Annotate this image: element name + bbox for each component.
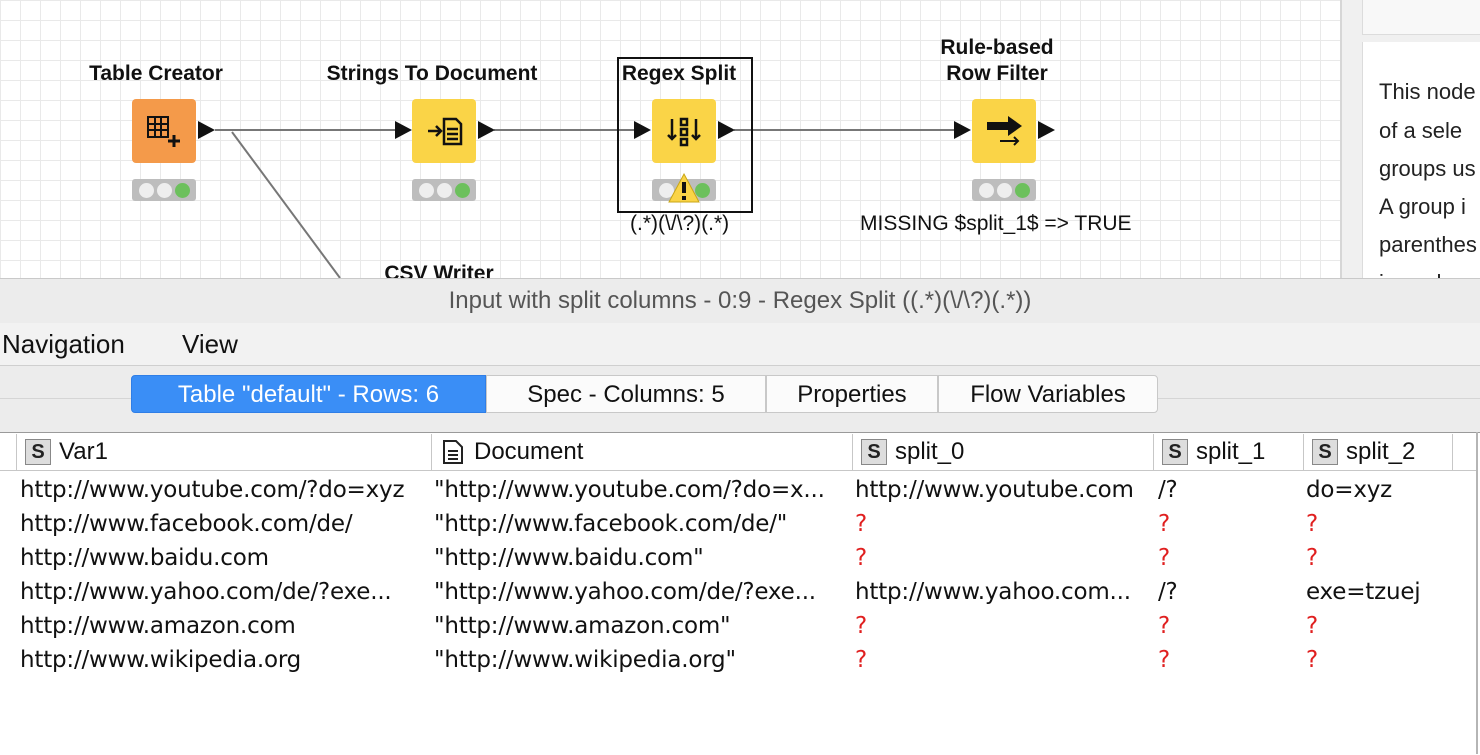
table-cell[interactable]: http://www.yahoo.com... (855, 579, 1131, 605)
table-cell[interactable]: "http://www.amazon.com" (434, 613, 731, 639)
node-title-rule-filter-line1[interactable]: Rule-based (940, 36, 1054, 59)
node-title-csv-writer[interactable]: CSV Writer (384, 262, 494, 278)
string-type-icon: S (25, 439, 51, 465)
column-name: Document (474, 438, 584, 465)
input-port[interactable] (954, 121, 971, 139)
table-cell[interactable]: http://www.youtube.com/?do=xyz (20, 477, 405, 503)
tab-flow-variables[interactable]: Flow Variables (938, 375, 1158, 413)
table-cell[interactable]: http://www.wikipedia.org (20, 647, 302, 673)
document-type-icon (440, 439, 466, 465)
node-title-rule-filter-line2[interactable]: Row Filter (946, 62, 1048, 85)
column-header-var1[interactable]: S Var1 (16, 434, 431, 470)
window-title-bar[interactable]: Input with split columns - 0:9 - Regex S… (0, 278, 1480, 324)
column-name: split_0 (895, 438, 965, 465)
rule-filter-node[interactable] (972, 99, 1036, 163)
missing-value-cell[interactable]: ? (1306, 511, 1319, 537)
table-cell[interactable]: /? (1158, 477, 1178, 503)
node-description-panel: This node of a sele groups us A group i … (1342, 0, 1480, 278)
column-name: split_2 (1346, 438, 1416, 465)
missing-value-cell[interactable]: ? (1306, 545, 1319, 571)
tab-spec[interactable]: Spec - Columns: 5 (486, 375, 766, 413)
data-table[interactable] (0, 432, 1480, 755)
table-cell[interactable]: "http://www.youtube.com/?do=x... (434, 477, 825, 503)
missing-value-cell[interactable]: ? (1158, 511, 1171, 537)
node-status-lights (972, 179, 1036, 201)
regex-split-icon (667, 117, 701, 147)
strings-to-document-node[interactable] (412, 99, 476, 163)
table-cell[interactable]: /? (1158, 579, 1178, 605)
table-cell[interactable]: http://www.amazon.com (20, 613, 296, 639)
missing-value-cell[interactable]: ? (1158, 545, 1171, 571)
description-body: This node of a sele groups us A group i … (1362, 42, 1480, 278)
table-cell[interactable]: do=xyz (1306, 477, 1393, 503)
missing-value-cell[interactable]: ? (1158, 613, 1171, 639)
description-line: parenthes (1379, 232, 1477, 257)
description-line: of a sele (1379, 118, 1463, 143)
node-status-lights (412, 179, 476, 201)
tab-table-default[interactable]: Table "default" - Rows: 6 (131, 375, 486, 413)
tab-properties[interactable]: Properties (766, 375, 938, 413)
output-port[interactable] (718, 121, 735, 139)
panel-divider[interactable] (1340, 0, 1342, 278)
workflow-canvas[interactable]: Table Creator Strings To Document (0, 0, 1340, 278)
missing-value-cell[interactable]: ? (1306, 647, 1319, 673)
node-title-regex-split[interactable]: Regex Split (621, 62, 737, 85)
table-cell[interactable]: http://www.youtube.com (855, 477, 1134, 503)
description-line: groups us (1379, 156, 1476, 181)
node-title-table-creator[interactable]: Table Creator (89, 62, 223, 85)
string-type-icon: S (861, 439, 887, 465)
missing-value-cell[interactable]: ? (855, 511, 868, 537)
warning-icon (668, 172, 700, 203)
column-header-split-1[interactable]: S split_1 (1153, 434, 1303, 470)
string-type-icon: S (1312, 439, 1338, 465)
table-cell[interactable]: "http://www.facebook.com/de/" (434, 511, 788, 537)
missing-value-cell[interactable]: ? (855, 647, 868, 673)
output-port[interactable] (478, 121, 495, 139)
menu-bar: Navigation View (0, 323, 1480, 366)
connections-layer (215, 129, 956, 278)
string-type-icon: S (1162, 439, 1188, 465)
node-title-strings-to-document[interactable]: Strings To Document (326, 62, 538, 85)
strings-to-document-icon (428, 117, 463, 146)
table-cell[interactable]: http://www.yahoo.com/de/?exe... (20, 579, 392, 605)
missing-value-cell[interactable]: ? (1306, 613, 1319, 639)
menu-navigation[interactable]: Navigation (2, 329, 125, 359)
description-line: in such a (1379, 270, 1467, 278)
table-cell[interactable]: exe=tzuej (1306, 579, 1421, 605)
description-header (1362, 0, 1480, 35)
missing-value-cell[interactable]: ? (1158, 647, 1171, 673)
output-port[interactable] (198, 121, 215, 139)
node-status-lights (132, 179, 196, 201)
input-port[interactable] (634, 121, 651, 139)
table-scrollbar-edge (1476, 432, 1478, 754)
table-cell[interactable]: http://www.facebook.com/de/ (20, 511, 353, 537)
column-header-split-2[interactable]: S split_2 (1303, 434, 1453, 470)
description-line: This node (1379, 79, 1476, 104)
node-selection-box (617, 57, 753, 213)
table-header (0, 434, 1476, 471)
menu-view[interactable]: View (182, 329, 238, 359)
table-creator-node[interactable] (132, 99, 196, 163)
table-cell[interactable]: http://www.baidu.com (20, 545, 269, 571)
input-port[interactable] (395, 121, 412, 139)
node-annotation-rule: MISSING $split_1$ => TRUE (860, 212, 1132, 235)
window-title: Input with split columns - 0:9 - Regex S… (448, 287, 1032, 314)
column-header-split-0[interactable]: S split_0 (852, 434, 1153, 470)
table-creator-icon (147, 116, 180, 147)
regex-split-node[interactable] (652, 99, 716, 163)
missing-value-cell[interactable]: ? (855, 613, 868, 639)
table-cell[interactable]: "http://www.wikipedia.org" (434, 647, 736, 673)
output-port[interactable] (1038, 121, 1055, 139)
table-cell[interactable]: "http://www.baidu.com" (434, 545, 704, 571)
missing-value-cell[interactable]: ? (855, 545, 868, 571)
column-name: Var1 (59, 438, 108, 465)
rule-filter-icon (987, 116, 1022, 146)
node-annotation-regex: (.*)(\/\?)(.*) (630, 212, 730, 235)
table-cell[interactable]: "http://www.yahoo.com/de/?exe... (434, 579, 816, 605)
description-line: A group i (1379, 194, 1466, 219)
connection-line (231, 131, 341, 278)
column-name: split_1 (1196, 438, 1266, 465)
column-header-document[interactable]: Document (431, 434, 852, 470)
